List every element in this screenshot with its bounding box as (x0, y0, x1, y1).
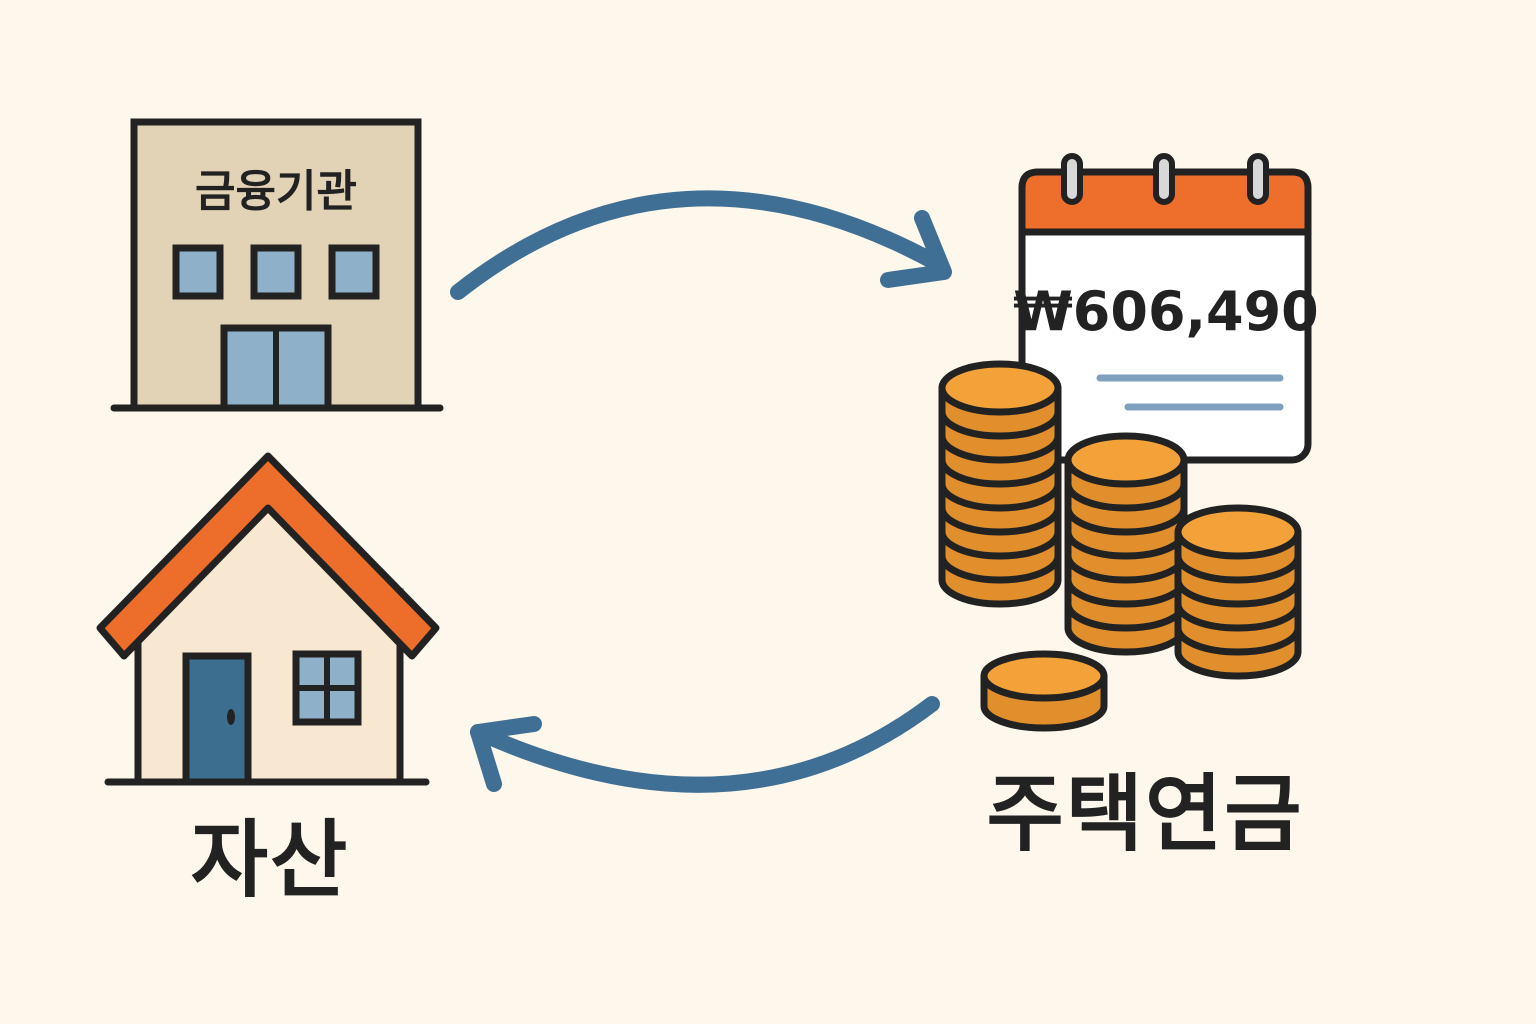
house-door (182, 652, 252, 786)
arrow-bottom-icon (470, 696, 940, 793)
house-roof (96, 452, 440, 660)
coin-stack-icon (938, 360, 1302, 732)
bank-building-icon: 금융기관 (110, 118, 444, 412)
coin-top (1064, 432, 1188, 488)
calendar-ring (1247, 153, 1269, 205)
bank-door (220, 324, 332, 412)
bank-window (328, 244, 380, 300)
house-icon (96, 452, 440, 786)
house-window (292, 650, 362, 726)
calendar-ring (1153, 153, 1175, 205)
coin-top (980, 650, 1108, 702)
bank-window (250, 244, 302, 300)
pension-label: 주택연금 (986, 765, 1304, 863)
coin-stack (1174, 504, 1302, 680)
coin-stack (1064, 432, 1188, 656)
bank-window (172, 244, 224, 300)
arrow-top-icon (450, 190, 952, 300)
calendar-ring (1061, 153, 1083, 205)
coin-stack (980, 650, 1108, 732)
asset-label: 자산 (190, 811, 350, 909)
pension-amount: ₩606,490 (1013, 280, 1319, 343)
coin-top (938, 360, 1062, 416)
coin-stack (938, 360, 1062, 608)
coin-top (1174, 504, 1302, 560)
bank-label: 금융기관 (195, 166, 357, 217)
calendar-icon: ₩606,490 (1013, 153, 1319, 464)
